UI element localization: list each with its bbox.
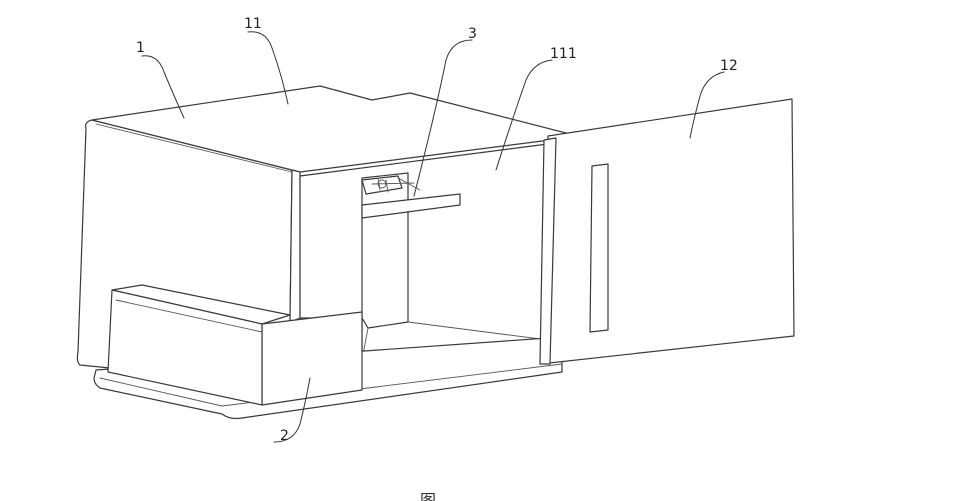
leader-3 <box>413 39 473 197</box>
figure-caption: 图 <box>420 491 436 501</box>
door-handle <box>589 163 609 333</box>
base-plate-edge <box>99 363 563 407</box>
mechanism-clamp <box>361 175 403 195</box>
leader-2 <box>273 377 311 443</box>
door <box>539 98 795 365</box>
mechanism-details <box>371 177 421 193</box>
label-11: 11 <box>244 16 262 32</box>
drawer-inner-edge <box>115 299 263 333</box>
leader-1 <box>141 55 185 119</box>
leader-lines <box>141 31 725 443</box>
drawer-side <box>107 289 263 406</box>
label-12: 12 <box>720 58 738 74</box>
drawer <box>107 284 363 406</box>
label-1: 1 <box>136 40 145 56</box>
mechanism-bar <box>361 193 461 219</box>
floor-edge <box>407 321 549 341</box>
leader-12 <box>689 71 725 139</box>
label-3: 3 <box>468 26 477 42</box>
front-frame-strip <box>289 169 301 323</box>
door-panel <box>539 98 795 365</box>
mechanism <box>361 175 461 219</box>
leader-11 <box>247 31 289 105</box>
label-111: 111 <box>550 46 577 62</box>
mechanism-pin <box>377 179 387 189</box>
drawer-front <box>261 311 363 406</box>
label-2: 2 <box>280 428 289 444</box>
interior-post <box>361 172 409 329</box>
top-front-edge <box>95 123 293 173</box>
leader-111 <box>495 59 553 171</box>
door-edge <box>539 137 557 365</box>
